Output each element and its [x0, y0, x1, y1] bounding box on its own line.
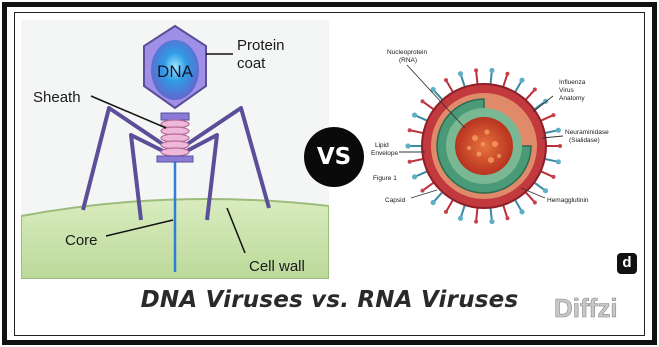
- spike-tip: [412, 174, 417, 179]
- spike-tip: [489, 68, 494, 73]
- spike-tip: [405, 143, 410, 148]
- label-hemagglutinin: Hemagglutinin: [547, 197, 589, 204]
- spike-tip: [551, 175, 555, 179]
- spike-tip: [421, 189, 425, 193]
- spike-tip: [489, 219, 494, 224]
- dna-virus-panel: DNA Protein coat Sheath Core Cell wall: [21, 20, 329, 279]
- bacteriophage-diagram: DNA Protein coat Sheath Core Cell wall: [21, 20, 329, 279]
- collar: [161, 113, 189, 120]
- sheath: [161, 120, 189, 156]
- spike-tip: [421, 99, 425, 103]
- label-capsid: Capsid: [385, 197, 406, 204]
- label-influenza-2: Virus: [559, 87, 574, 94]
- spike-tip: [474, 68, 478, 72]
- spike-tip: [556, 128, 561, 133]
- spike-tip: [408, 128, 412, 132]
- spike-tip: [458, 71, 463, 76]
- spike-tip: [431, 200, 436, 205]
- label-core: Core: [65, 232, 98, 249]
- vs-badge: VS: [304, 127, 364, 187]
- rna-virus-panel: Nucleoprotein (RNA) Influenza Virus Anat…: [337, 20, 641, 279]
- spike-tip: [408, 160, 412, 164]
- spike-tip: [412, 112, 417, 117]
- label-figure: Figure 1: [373, 175, 397, 182]
- label-protein-coat-1: Protein: [237, 37, 285, 54]
- spike-tip: [519, 209, 524, 214]
- spike-tip: [533, 200, 537, 204]
- spike-tip: [533, 88, 537, 92]
- spike-tip: [444, 78, 448, 82]
- label-cell-wall: Cell wall: [249, 258, 305, 275]
- label-protein-coat-2: coat: [237, 55, 266, 72]
- base-plate: [157, 156, 193, 162]
- spike-tip: [458, 216, 463, 221]
- spike-tip: [551, 113, 555, 117]
- brand-name: Diffzi: [554, 293, 618, 323]
- label-neuraminidase-1: Neuraminidase: [565, 129, 609, 136]
- spike-tip: [519, 78, 524, 83]
- label-influenza-3: Anatomy: [559, 95, 585, 102]
- spike-tip: [474, 220, 478, 224]
- influenza-diagram: Nucleoprotein (RNA) Influenza Virus Anat…: [337, 20, 641, 279]
- label-nucleoprotein-1: Nucleoprotein: [387, 49, 427, 56]
- label-nucleoprotein-2: (RNA): [399, 57, 417, 64]
- label-neuraminidase-2: (Sialidase): [569, 137, 600, 144]
- nucleoprotein-core: [455, 117, 513, 175]
- label-lipid-1: Lipid: [375, 142, 389, 149]
- label-influenza-1: Influenza: [559, 79, 586, 86]
- brand-mark-icon: d: [617, 253, 637, 274]
- label-lipid-2: Envelope: [371, 150, 398, 157]
- spike-tip: [543, 188, 548, 193]
- spike-tip: [558, 144, 562, 148]
- spike-tip: [505, 72, 509, 76]
- diffzi-logo: Diffzi: [552, 289, 642, 325]
- label-sheath: Sheath: [33, 89, 81, 106]
- spike-tip: [505, 216, 509, 220]
- capsid-label: DNA: [157, 62, 194, 81]
- spike-tip: [556, 159, 561, 164]
- spike-tip: [444, 210, 448, 214]
